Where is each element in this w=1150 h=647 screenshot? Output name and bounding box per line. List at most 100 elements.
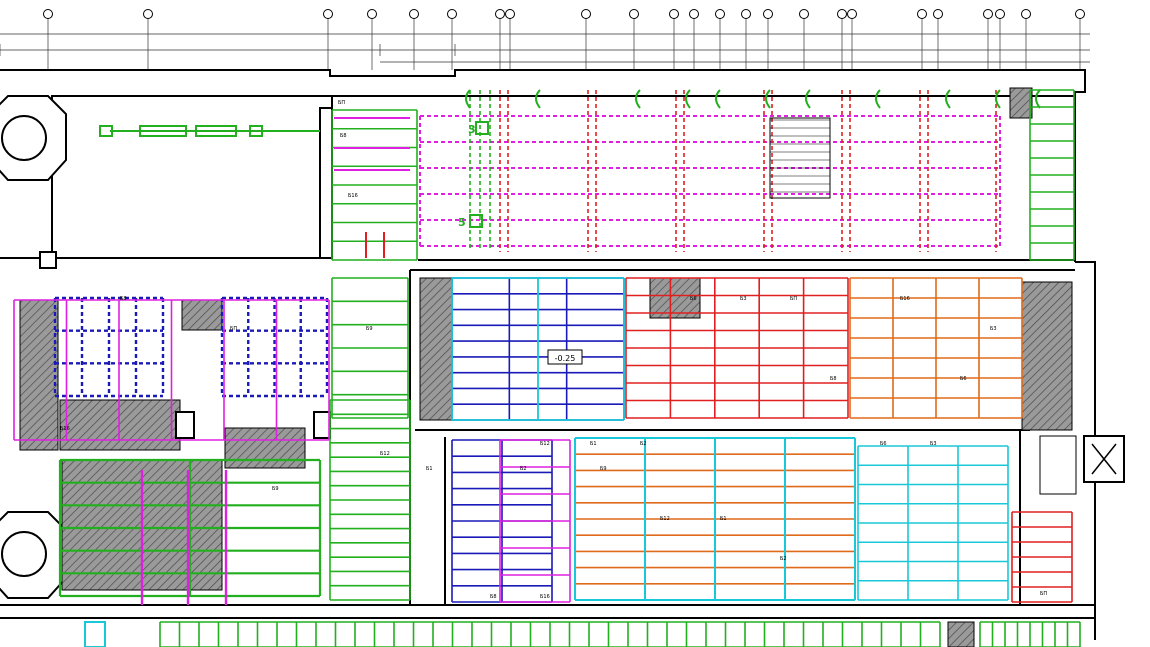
axis-bubble bbox=[495, 9, 505, 19]
beam-tag: Б2 bbox=[640, 441, 647, 447]
beam-zones bbox=[13, 89, 1081, 647]
top-arc-markers bbox=[465, 89, 1041, 109]
axis-bubble bbox=[741, 9, 751, 19]
beam-tag: Б2 bbox=[520, 466, 527, 472]
axis-bubble bbox=[917, 9, 927, 19]
beam-tag: БП bbox=[338, 100, 345, 106]
cyan-zone-right bbox=[857, 445, 1009, 601]
orange-zone-right bbox=[849, 277, 1023, 419]
arc-marker bbox=[875, 89, 881, 109]
axis-bubble bbox=[409, 9, 419, 19]
magenta-frame-left bbox=[13, 299, 330, 441]
axis-bubble bbox=[983, 9, 993, 19]
beam-tag: Б8 bbox=[340, 133, 347, 139]
grid-axis-bubbles bbox=[43, 9, 1085, 19]
green-zone-top-right bbox=[1029, 89, 1075, 261]
stair-flight bbox=[769, 117, 1077, 495]
axis-bubble bbox=[581, 9, 591, 19]
axis-bubble bbox=[143, 9, 153, 19]
beam-tag: Б1 bbox=[590, 441, 597, 447]
green-strip-bottom-right bbox=[979, 621, 1081, 647]
arc-marker bbox=[685, 89, 691, 109]
magenta-zone-top bbox=[419, 115, 1001, 247]
beam-tag: Б1 bbox=[720, 516, 727, 522]
blue-zone-left-b bbox=[220, 296, 329, 398]
axis-bubble bbox=[837, 9, 847, 19]
magenta-verticals-bottom bbox=[140, 470, 228, 605]
level-mark-text: -0.25 bbox=[555, 354, 576, 363]
arc-marker bbox=[535, 89, 541, 109]
grid-row-marker-5: 5 bbox=[458, 214, 483, 229]
level-mark: -0.25 bbox=[547, 349, 583, 365]
beam-tag: Б6 bbox=[960, 376, 967, 382]
beam-tag: БП bbox=[1040, 591, 1047, 597]
column-grid bbox=[39, 251, 1125, 483]
top-elongated-element bbox=[99, 125, 320, 137]
red-dashed-columns bbox=[499, 90, 997, 252]
magenta-short-beams bbox=[334, 117, 410, 258]
beam-tag: Б8 bbox=[830, 376, 837, 382]
axis-bubble bbox=[933, 9, 943, 19]
green-zone-bottom-left bbox=[58, 458, 322, 598]
green-ladder-bottom bbox=[329, 399, 411, 601]
beam-tag: Б16 bbox=[900, 296, 910, 302]
arc-marker bbox=[635, 89, 641, 109]
axis-bubble bbox=[995, 9, 1005, 19]
dimension-lines bbox=[0, 18, 1090, 70]
axis-bubble bbox=[447, 9, 457, 19]
beam-tag: Б9 bbox=[366, 326, 373, 332]
blue-zone-left-a bbox=[53, 296, 165, 398]
arc-marker bbox=[995, 89, 1001, 109]
red-zone-bottom-right bbox=[1011, 511, 1073, 603]
building-outline bbox=[0, 69, 1096, 640]
hatched-walls bbox=[19, 87, 1073, 647]
stair-tower-top bbox=[0, 95, 67, 181]
beam-tag: Б2 bbox=[780, 556, 787, 562]
beam-tag: Б6 bbox=[880, 441, 887, 447]
beam-tag: Б8 bbox=[490, 594, 497, 600]
green-strip-bottom bbox=[159, 621, 941, 647]
beam-tag: Б16 bbox=[60, 426, 70, 432]
axis-bubble bbox=[367, 9, 377, 19]
beam-tag: Б12 bbox=[540, 441, 550, 447]
beam-tag: БП bbox=[230, 326, 237, 332]
arc-marker bbox=[465, 89, 471, 109]
magenta-zone-bottom bbox=[499, 439, 571, 603]
arc-marker bbox=[945, 89, 951, 109]
axis-bubble bbox=[323, 9, 333, 19]
axis-bubble bbox=[629, 9, 639, 19]
axis-bubble bbox=[799, 9, 809, 19]
arc-marker bbox=[765, 89, 771, 109]
beam-tag: Б9 bbox=[272, 486, 279, 492]
stair-tower-bottom bbox=[0, 511, 67, 599]
arc-marker bbox=[1035, 89, 1041, 109]
axis-bubble bbox=[689, 9, 699, 19]
axis-bubble bbox=[715, 9, 725, 19]
axis-bubble bbox=[1021, 9, 1031, 19]
beam-tag: Б3 bbox=[930, 441, 937, 447]
axis-bubble bbox=[847, 9, 857, 19]
grid-row-marker-text: 3 bbox=[468, 123, 476, 136]
beam-tag: Б16 bbox=[348, 193, 358, 199]
axis-bubble bbox=[669, 9, 679, 19]
arc-marker bbox=[805, 89, 811, 109]
beam-tag: Б6 bbox=[690, 296, 697, 302]
beam-tag: БП bbox=[790, 296, 797, 302]
axis-bubble bbox=[1075, 9, 1085, 19]
beam-tag: Б12 bbox=[380, 451, 390, 457]
axis-bubble bbox=[763, 9, 773, 19]
arc-marker bbox=[715, 89, 721, 109]
axis-bubble bbox=[43, 9, 53, 19]
beam-tag: Б16 bbox=[540, 594, 550, 600]
axis-bubble bbox=[505, 9, 515, 19]
red-zone bbox=[625, 277, 849, 419]
green-zone-mid-left bbox=[331, 277, 409, 419]
beam-tag: Б1 bbox=[426, 466, 433, 472]
beam-tag: Б3 bbox=[740, 296, 747, 302]
grid-row-marker-3: 3 bbox=[468, 121, 489, 136]
cyan-frame-bottom bbox=[574, 437, 856, 601]
beam-tag: Б12 bbox=[660, 516, 670, 522]
beam-tag: Б3 bbox=[990, 326, 997, 332]
